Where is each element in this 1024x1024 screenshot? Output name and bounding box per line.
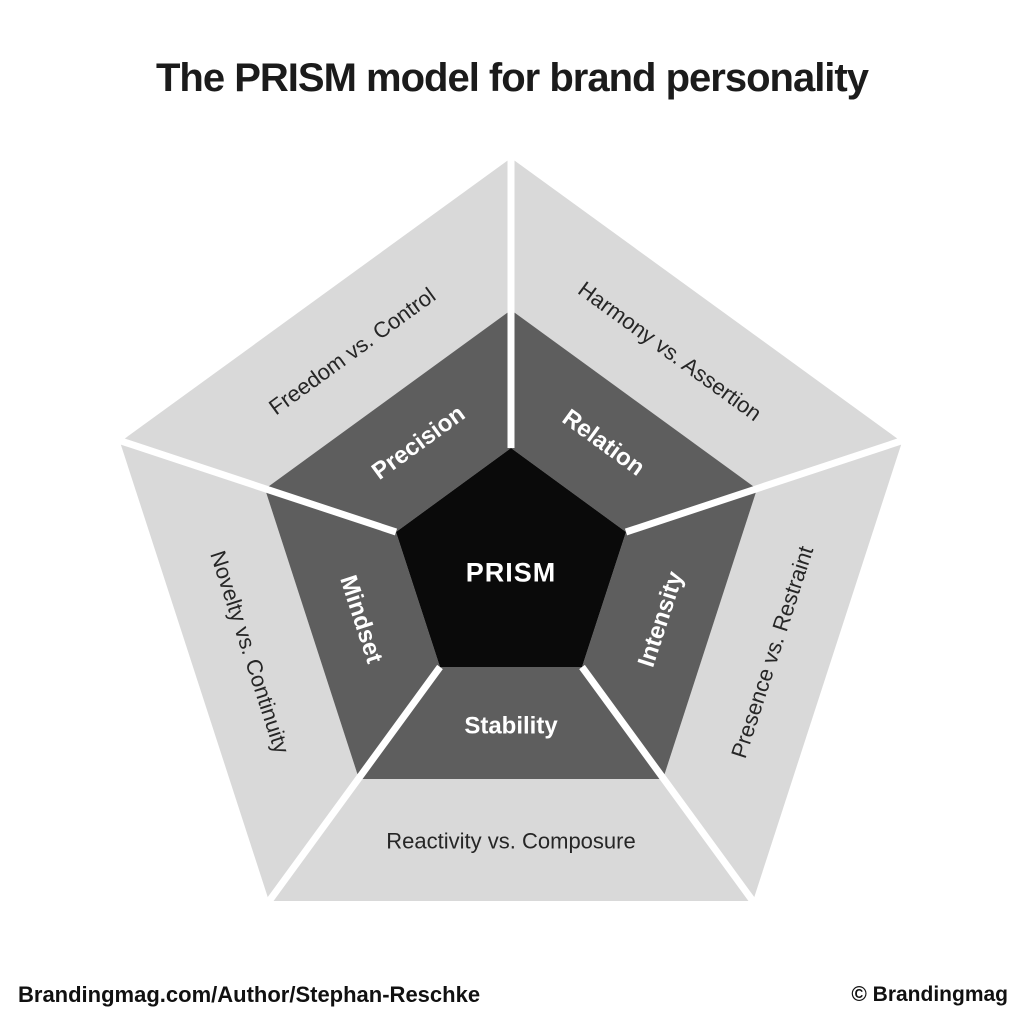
segment-divider-upper-left xyxy=(116,436,398,536)
mid-ring-segment-top-right xyxy=(511,310,757,532)
center-label: PRISM xyxy=(466,557,557,587)
diagram-title: The PRISM model for brand personality xyxy=(156,56,869,100)
center-pentagon xyxy=(396,448,626,667)
segment-divider-lower-right xyxy=(579,664,758,907)
footer-credit: Brandingmag.com/Author/Stephan-Reschke xyxy=(18,982,481,1007)
outer-ring-segment-right xyxy=(663,442,902,901)
mid-ring-segment-left xyxy=(265,489,440,779)
dimension-label-stability: Stability xyxy=(464,712,558,739)
mid-ring-segment-top-left xyxy=(265,310,511,532)
mid-ring-segment-right xyxy=(582,489,757,779)
spectrum-label-reactivity-vs-composure: Reactivity vs. Composure xyxy=(386,829,635,854)
segment-dividers xyxy=(116,155,906,907)
outer-ring-segment-top-left xyxy=(120,158,511,489)
mid-ring-segment-bottom xyxy=(359,667,663,779)
outer-ring-segment-top-right xyxy=(511,158,902,489)
segment-divider-upper-right xyxy=(624,436,906,536)
segment-divider-lower-left xyxy=(264,664,443,907)
outer-ring-segment-left xyxy=(120,442,359,901)
outer-ring-segment-bottom xyxy=(269,779,753,901)
mid-ring xyxy=(265,310,757,779)
outer-ring xyxy=(120,158,902,901)
footer-copyright: © Brandingmag xyxy=(851,983,1008,1006)
